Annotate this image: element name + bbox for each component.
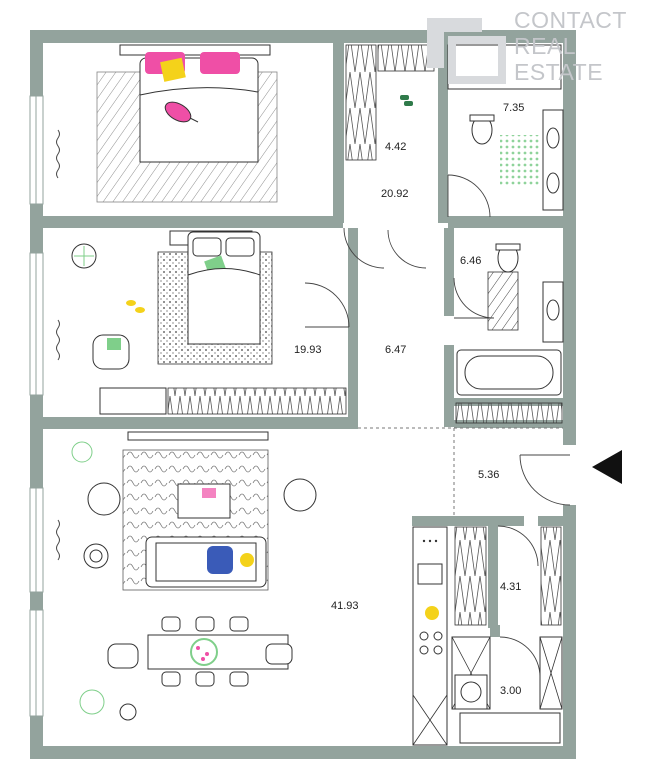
bathroom-b-furniture (455, 243, 564, 424)
area-label-bedroom-2: 19.93 (294, 344, 322, 356)
area-label-closet-b: 4.31 (500, 581, 521, 593)
entrance-arrow-icon (592, 450, 622, 484)
area-label-bathroom-a: 7.35 (503, 102, 524, 114)
living-furniture (71, 431, 317, 721)
kitchen-furniture (412, 526, 448, 746)
watermark-logo-icon (427, 18, 506, 84)
area-label-hallway-a: 20.92 (381, 188, 409, 200)
area-label-living-kitchen: 41.93 (331, 600, 359, 612)
interior-walls (43, 43, 563, 637)
master-bedroom-furniture (96, 44, 278, 203)
bathroom-a-furniture (447, 44, 564, 211)
watermark-line-1: CONTACT (514, 7, 627, 33)
area-label-closet-a: 4.42 (385, 141, 406, 153)
closet-a-furniture (345, 44, 435, 161)
area-label-bathroom-b: 6.46 (460, 255, 481, 267)
watermark-line-2: REAL (514, 33, 577, 59)
windows (29, 95, 60, 717)
area-label-entrance: 5.36 (478, 469, 499, 481)
closet-b-utility (451, 526, 563, 744)
zone-dashes (358, 427, 563, 516)
area-label-utility: 3.00 (500, 685, 521, 697)
watermark-line-3: ESTATE (514, 59, 604, 85)
door-swings (304, 174, 571, 678)
area-label-hallway-b: 6.47 (385, 344, 406, 356)
bedroom-2-furniture (71, 230, 347, 415)
room-labels: 4.42 7.35 20.92 19.93 6.47 6.46 5.36 41.… (294, 102, 524, 697)
watermark: CONTACT REAL ESTATE (422, 6, 644, 92)
